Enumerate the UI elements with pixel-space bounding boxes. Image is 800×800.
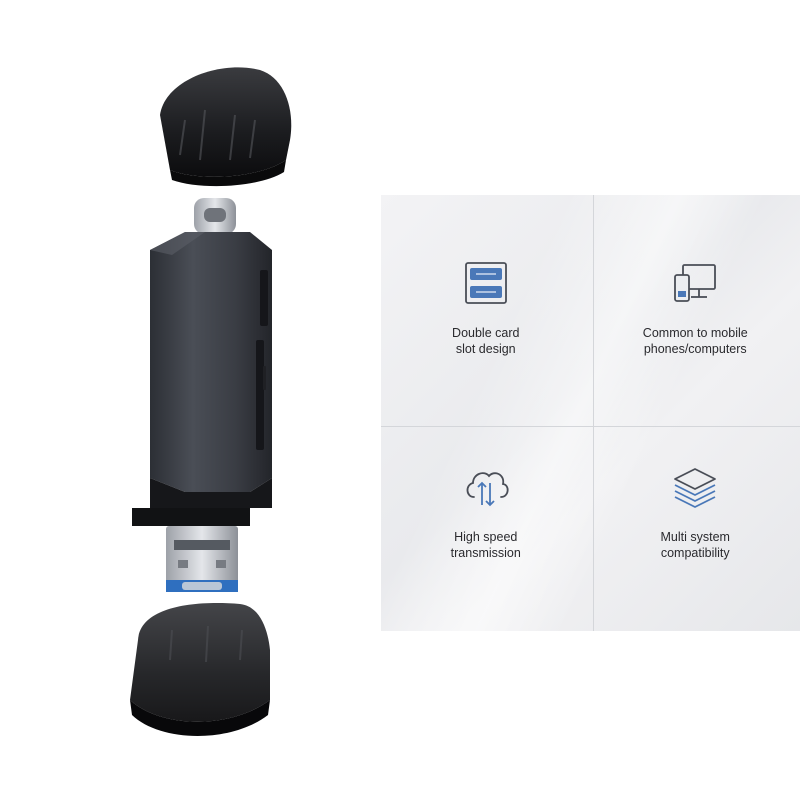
features-grid: Double card slot design Common to mobile… [381,195,800,631]
feature-label-line: Multi system [660,530,730,544]
feature-label-line: transmission [450,546,521,560]
cloud-transfer-icon [466,472,509,507]
feature-high-speed: High speed transmission [381,413,591,631]
feature-label-line: Common to mobile [642,326,748,340]
layers-icon [674,468,717,508]
reader-body [150,232,272,508]
usb-a-connector [132,508,250,592]
type-c-connector [194,198,236,234]
feature-label-line: compatibility [660,546,730,560]
double-card-slot-icon [464,262,507,304]
feature-double-card-slot: Double card slot design [381,195,591,413]
feature-label-line: phones/computers [643,342,747,356]
feature-label: Double card slot design [401,325,571,357]
feature-label-line: High speed [454,530,518,544]
top-cap [160,67,292,187]
feature-label: Multi system compatibility [610,529,780,561]
feature-label: High speed transmission [401,529,571,561]
feature-mobile-computer: Common to mobile phones/computers [591,195,800,413]
grid-divider-vertical [593,195,594,631]
feature-label-line: Double card [452,326,520,340]
feature-multi-system: Multi system compatibility [591,413,800,631]
feature-label-line: slot design [455,342,516,356]
bottom-cap [130,603,270,737]
card-reader-product-image [130,67,292,737]
grid-divider-horizontal [381,426,800,427]
phone-computer-icon [674,264,717,302]
feature-label: Common to mobile phones/computers [610,325,780,357]
